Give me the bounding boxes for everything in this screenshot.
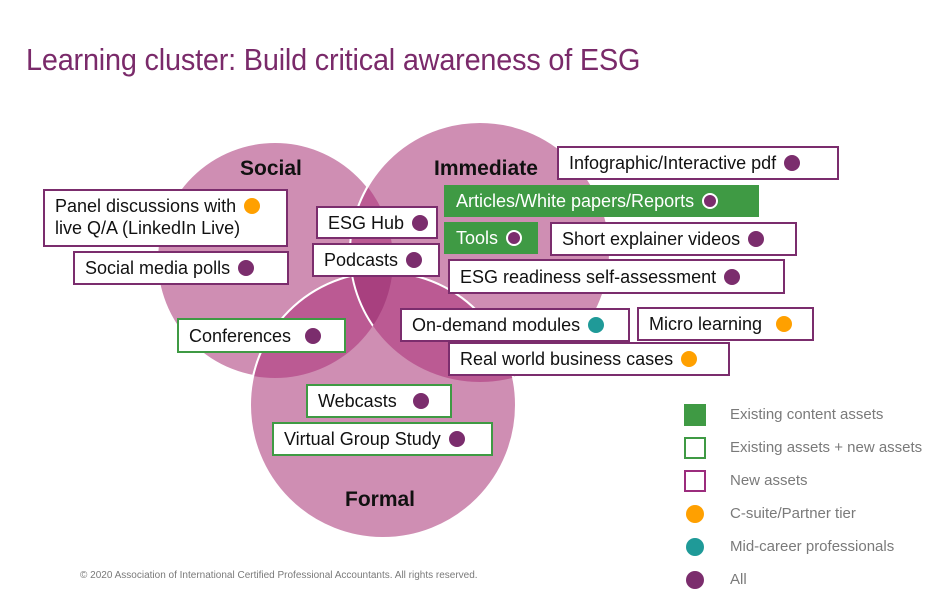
tag-webcasts: Webcasts bbox=[306, 384, 452, 418]
tag-real-world-business-cases: Real world business cases bbox=[448, 342, 730, 376]
tag-label: ESG readiness self-assessment bbox=[460, 266, 717, 287]
circle-label-formal: Formal bbox=[345, 488, 416, 511]
tag-micro-learning: Micro learning bbox=[637, 307, 814, 341]
tag-infographic: Infographic/Interactive pdf bbox=[557, 146, 839, 180]
audience-dot-teal-icon bbox=[588, 317, 605, 333]
audience-dot-purple-icon bbox=[702, 193, 719, 209]
tag-articles: Articles/White papers/Reports bbox=[444, 185, 759, 217]
audience-dot-purple-icon bbox=[506, 230, 523, 246]
copyright-footer: © 2020 Association of International Cert… bbox=[80, 570, 478, 581]
tag-label: Podcasts bbox=[324, 250, 399, 270]
legend-label: Existing content assets bbox=[730, 406, 884, 423]
orange-dot-icon bbox=[686, 504, 704, 523]
tag-label: Virtual Group Study bbox=[284, 429, 441, 449]
tag-label: ESG Hub bbox=[328, 212, 405, 233]
outlined-green-square-icon bbox=[684, 436, 706, 459]
tag-label: Webcasts bbox=[318, 391, 397, 411]
slide-title: Learning cluster: Build critical awarene… bbox=[26, 42, 641, 77]
audience-dot-purple-icon bbox=[748, 231, 765, 247]
tag-esg-readiness: ESG readiness self-assessment bbox=[448, 259, 785, 294]
tag-social-media-polls: Social media polls bbox=[73, 251, 289, 285]
audience-dot-purple-icon bbox=[784, 155, 801, 171]
tag-esg-hub: ESG Hub bbox=[316, 206, 438, 239]
filled-green-square-icon bbox=[684, 403, 706, 426]
legend-item-mid-career: Mid-career professionals bbox=[684, 530, 922, 563]
audience-dot-orange-icon bbox=[776, 316, 793, 332]
tag-label: Short explainer videos bbox=[562, 229, 741, 249]
audience-dot-purple-icon bbox=[238, 260, 255, 276]
tag-on-demand-modules: On-demand modules bbox=[400, 308, 630, 342]
audience-dot-purple-icon bbox=[724, 268, 741, 285]
tag-label: Real world business cases bbox=[460, 349, 674, 369]
tag-virtual-group-study: Virtual Group Study bbox=[272, 422, 493, 456]
audience-dot-purple-icon bbox=[412, 393, 429, 409]
legend-label: C-suite/Partner tier bbox=[730, 505, 856, 522]
legend-label: All bbox=[730, 571, 747, 588]
legend-label: New assets bbox=[730, 472, 808, 489]
tag-label: Social media polls bbox=[85, 258, 231, 278]
tag-tools: Tools bbox=[444, 222, 538, 254]
tag-label-line1: Panel discussions with bbox=[55, 196, 237, 216]
legend-item-existing: Existing content assets bbox=[684, 398, 922, 431]
legend-item-new: New assets bbox=[684, 464, 922, 497]
tag-short-explainer-videos: Short explainer videos bbox=[550, 222, 797, 256]
audience-dot-orange-icon bbox=[681, 351, 698, 367]
circle-label-immediate: Immediate bbox=[434, 157, 538, 180]
legend-label: Existing assets + new assets bbox=[730, 439, 923, 456]
tag-label: Infographic/Interactive pdf bbox=[569, 153, 777, 173]
audience-dot-purple-icon bbox=[305, 327, 322, 344]
tag-label: On-demand modules bbox=[412, 315, 581, 335]
tag-conferences: Conferences bbox=[177, 318, 346, 353]
tag-label-line2: live Q/A (LinkedIn Live) bbox=[55, 218, 241, 238]
tag-label: Conferences bbox=[189, 325, 292, 346]
audience-dot-purple-icon bbox=[448, 431, 465, 447]
purple-dot-icon bbox=[686, 570, 704, 589]
audience-dot-orange-icon bbox=[244, 198, 261, 214]
legend-item-existing-plus-new: Existing assets + new assets bbox=[684, 431, 922, 464]
tag-panel-discussions: Panel discussions with live Q/A (LinkedI… bbox=[43, 189, 288, 247]
legend-item-all: All bbox=[684, 563, 922, 596]
tag-label: Tools bbox=[456, 228, 499, 248]
outlined-purple-square-icon bbox=[684, 469, 706, 492]
audience-dot-purple-icon bbox=[412, 214, 429, 231]
circle-label-social: Social bbox=[240, 157, 302, 180]
teal-dot-icon bbox=[686, 537, 704, 556]
legend-label: Mid-career professionals bbox=[730, 538, 895, 555]
legend-item-csuite: C-suite/Partner tier bbox=[684, 497, 922, 530]
audience-dot-purple-icon bbox=[406, 252, 423, 268]
tag-podcasts: Podcasts bbox=[312, 243, 440, 277]
tag-label: Articles/White papers/Reports bbox=[456, 191, 695, 211]
tag-label: Micro learning bbox=[649, 314, 763, 334]
legend: Existing content assets Existing assets … bbox=[684, 398, 922, 596]
